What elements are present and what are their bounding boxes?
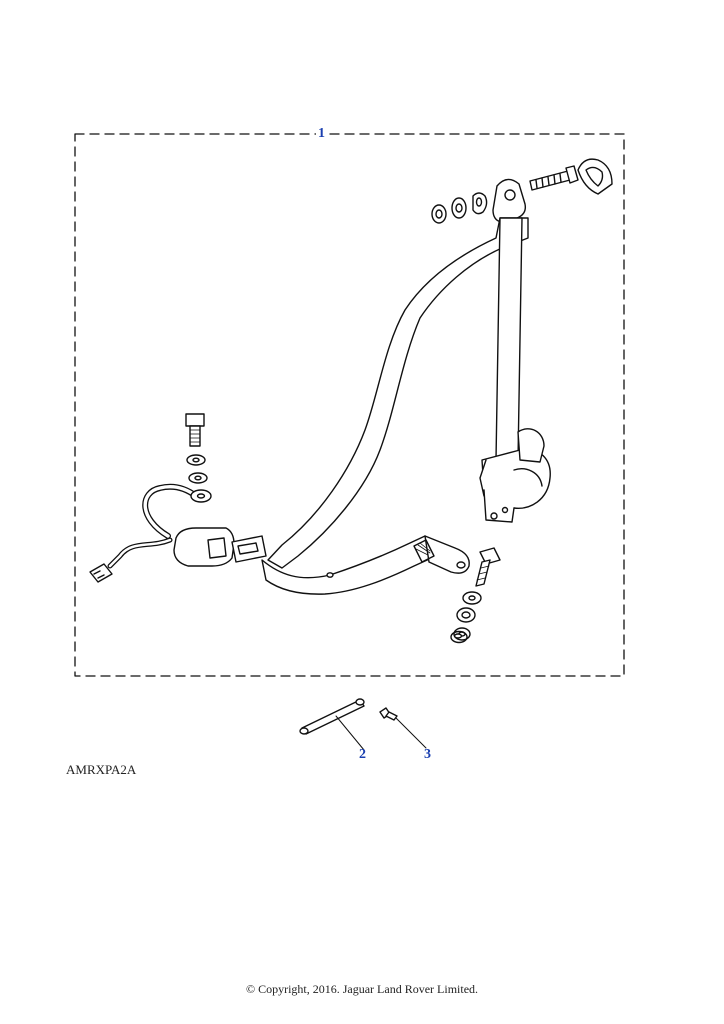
buckle-assembly[interactable]: [89, 483, 267, 583]
callout-label-2[interactable]: 2: [359, 747, 366, 762]
lap-anchor-bolt-stack[interactable]: [450, 547, 501, 644]
callout-label-1[interactable]: 1: [316, 126, 327, 141]
illustration-reference-code: AMRXPA2A: [66, 762, 137, 777]
item-3-screw[interactable]: [379, 707, 427, 749]
item-2-spacer-bar[interactable]: [299, 698, 365, 751]
buckle-anchor-bolt-stack[interactable]: [185, 413, 212, 503]
belt-webbing-vertical: [495, 217, 523, 461]
belt-webbing-upper: [267, 217, 529, 569]
upper-anchor-assembly[interactable]: [431, 158, 613, 224]
callout-label-3[interactable]: 3: [424, 747, 431, 762]
retractor-unit[interactable]: [479, 428, 551, 523]
kit-boundary: [74, 133, 625, 677]
copyright-notice: © Copyright, 2016. Jaguar Land Rover Lim…: [245, 982, 479, 996]
